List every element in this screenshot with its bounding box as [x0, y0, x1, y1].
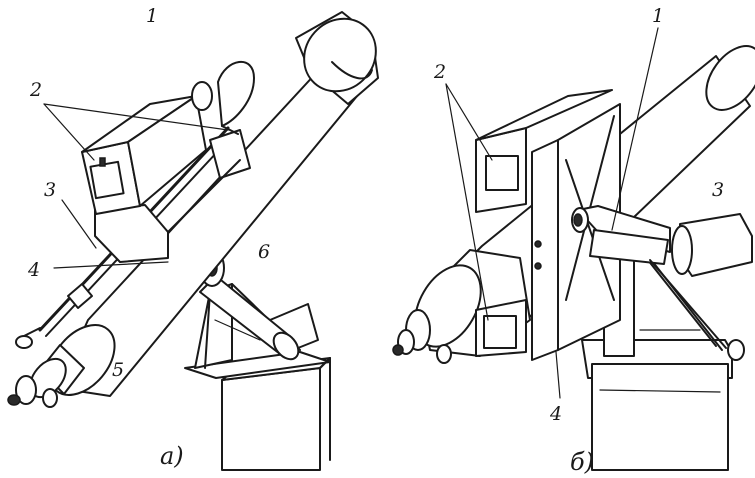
panel-a-leader-lines	[43, 103, 229, 269]
panel-a-pedestal	[184, 351, 331, 471]
label-b-4: 4	[549, 403, 562, 425]
caption-a: а)	[160, 442, 184, 470]
label-a-4: 4	[27, 259, 40, 281]
label-b-1: 1	[652, 5, 664, 27]
caption-b: б)	[570, 448, 594, 476]
panel-a-camera-box	[81, 60, 255, 215]
label-a-5: 5	[112, 359, 124, 381]
panel-a-eyepiece	[7, 324, 116, 408]
panel-b-pedestal	[581, 339, 733, 471]
label-a-1: 1	[146, 5, 158, 27]
label-a-3: 3	[44, 179, 56, 201]
label-a-6: 6	[258, 241, 270, 263]
label-b-2: 2	[433, 61, 446, 83]
panel-a-drawing	[7, 11, 379, 471]
panel-b-dec-axis	[571, 205, 753, 361]
panel-b-drawing	[392, 45, 755, 471]
panel-b-leader-lines	[445, 27, 659, 399]
label-a-2: 2	[29, 79, 42, 101]
panel-b-camera-housing	[475, 89, 621, 361]
label-b-3: 3	[712, 179, 724, 201]
panel-a-bracket	[94, 129, 251, 263]
